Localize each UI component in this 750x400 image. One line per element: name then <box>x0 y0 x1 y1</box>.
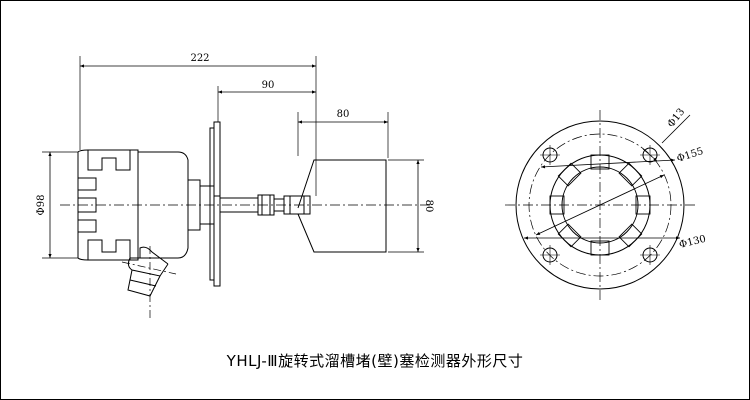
dim-text-155: Φ155 <box>676 146 705 165</box>
housing-body <box>137 151 189 259</box>
paddle <box>297 159 387 253</box>
side-view <box>42 56 430 318</box>
cable-gland <box>121 246 177 318</box>
dim-line-bolt <box>535 174 665 236</box>
drawing-caption: YHLJ-Ⅲ旋转式溜槽堵(壁)塞检测器外形尺寸 <box>226 352 524 370</box>
flange-view <box>505 110 695 300</box>
dim-text-222: 222 <box>190 53 209 64</box>
shaft <box>220 194 311 216</box>
dim-text-90: 90 <box>262 80 275 91</box>
dim-text-80-width: 80 <box>337 109 350 120</box>
mounting-flange-side <box>209 121 221 287</box>
dim-text-130: Φ130 <box>678 234 707 251</box>
dim-text-98: Φ98 <box>36 195 47 216</box>
flange-outer-circle <box>515 120 685 290</box>
bolt-circle <box>528 133 672 277</box>
dim-line-155 <box>540 158 676 169</box>
dim-text-80-height: 80 <box>423 200 434 213</box>
dim-text-hole: Φ13 <box>666 107 688 130</box>
leader-hole <box>661 114 691 144</box>
